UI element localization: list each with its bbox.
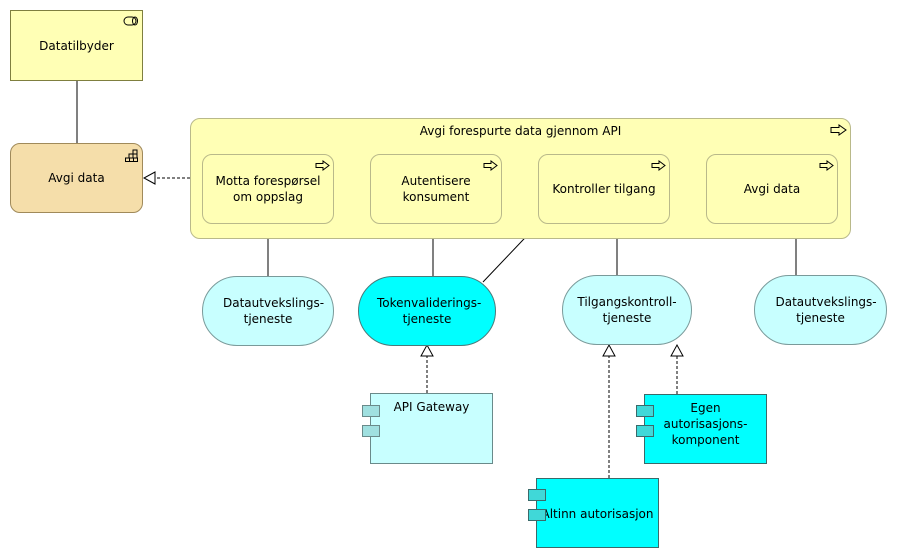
process-arrow-icon xyxy=(819,160,834,171)
component-api-gateway[interactable]: API Gateway xyxy=(362,393,493,464)
step-receive-label: Motta forespørsel om oppslag xyxy=(215,174,321,204)
component-label: Egen autorisasjons-komponent xyxy=(663,401,748,447)
process-arrow-icon xyxy=(651,160,666,171)
service-dataexchange-left[interactable]: Datautvekslings-tjeneste xyxy=(202,276,334,346)
component-icon xyxy=(528,509,546,521)
process-arrow-icon xyxy=(830,124,847,136)
process-step-receive[interactable]: Motta forespørsel om oppslag xyxy=(202,154,334,224)
role-icon xyxy=(123,16,138,26)
component-icon xyxy=(362,425,380,437)
component-label: API Gateway xyxy=(393,400,470,414)
component-icon xyxy=(636,425,654,437)
service-dataexchange-right[interactable]: Datautvekslings-tjeneste xyxy=(754,275,887,345)
component-own-authorization[interactable]: Egen autorisasjons-komponent xyxy=(636,394,767,464)
process-arrow-icon xyxy=(315,160,330,171)
process-step-authenticate[interactable]: Autentisere konsument xyxy=(370,154,502,224)
service-label: Datautvekslings-tjeneste xyxy=(223,296,325,326)
step-control-label: Kontroller tilgang xyxy=(552,182,656,196)
process-step-deliver[interactable]: Avgi data xyxy=(706,154,838,224)
service-label: Datautvekslings-tjeneste xyxy=(775,295,877,325)
component-icon xyxy=(528,489,546,501)
step-deliver-label: Avgi data xyxy=(743,182,801,196)
step-authenticate-label: Autentisere konsument xyxy=(401,174,471,204)
component-label: Altinn autorisasjon xyxy=(541,506,654,521)
actor-label: Datatilbyder xyxy=(39,38,114,53)
service-access-control[interactable]: Tilgangskontroll-tjeneste xyxy=(562,275,692,345)
component-icon xyxy=(636,405,654,417)
function-avgi-data[interactable]: Avgi data xyxy=(10,143,143,213)
component-altinn-authorization[interactable]: Altinn autorisasjon xyxy=(528,478,659,548)
function-icon xyxy=(125,149,138,162)
service-label: Tilgangskontroll-tjeneste xyxy=(577,295,677,325)
service-token-validation[interactable]: Tokenvaliderings-tjeneste xyxy=(358,276,496,346)
process-title: Avgi forespurte data gjennom API xyxy=(419,124,622,138)
service-label: Tokenvaliderings-tjeneste xyxy=(377,296,482,326)
function-label: Avgi data xyxy=(48,171,105,185)
process-arrow-icon xyxy=(483,160,498,171)
actor-datatilbyder[interactable]: Datatilbyder xyxy=(10,10,143,81)
component-icon xyxy=(362,405,380,417)
process-step-control[interactable]: Kontroller tilgang xyxy=(538,154,670,224)
